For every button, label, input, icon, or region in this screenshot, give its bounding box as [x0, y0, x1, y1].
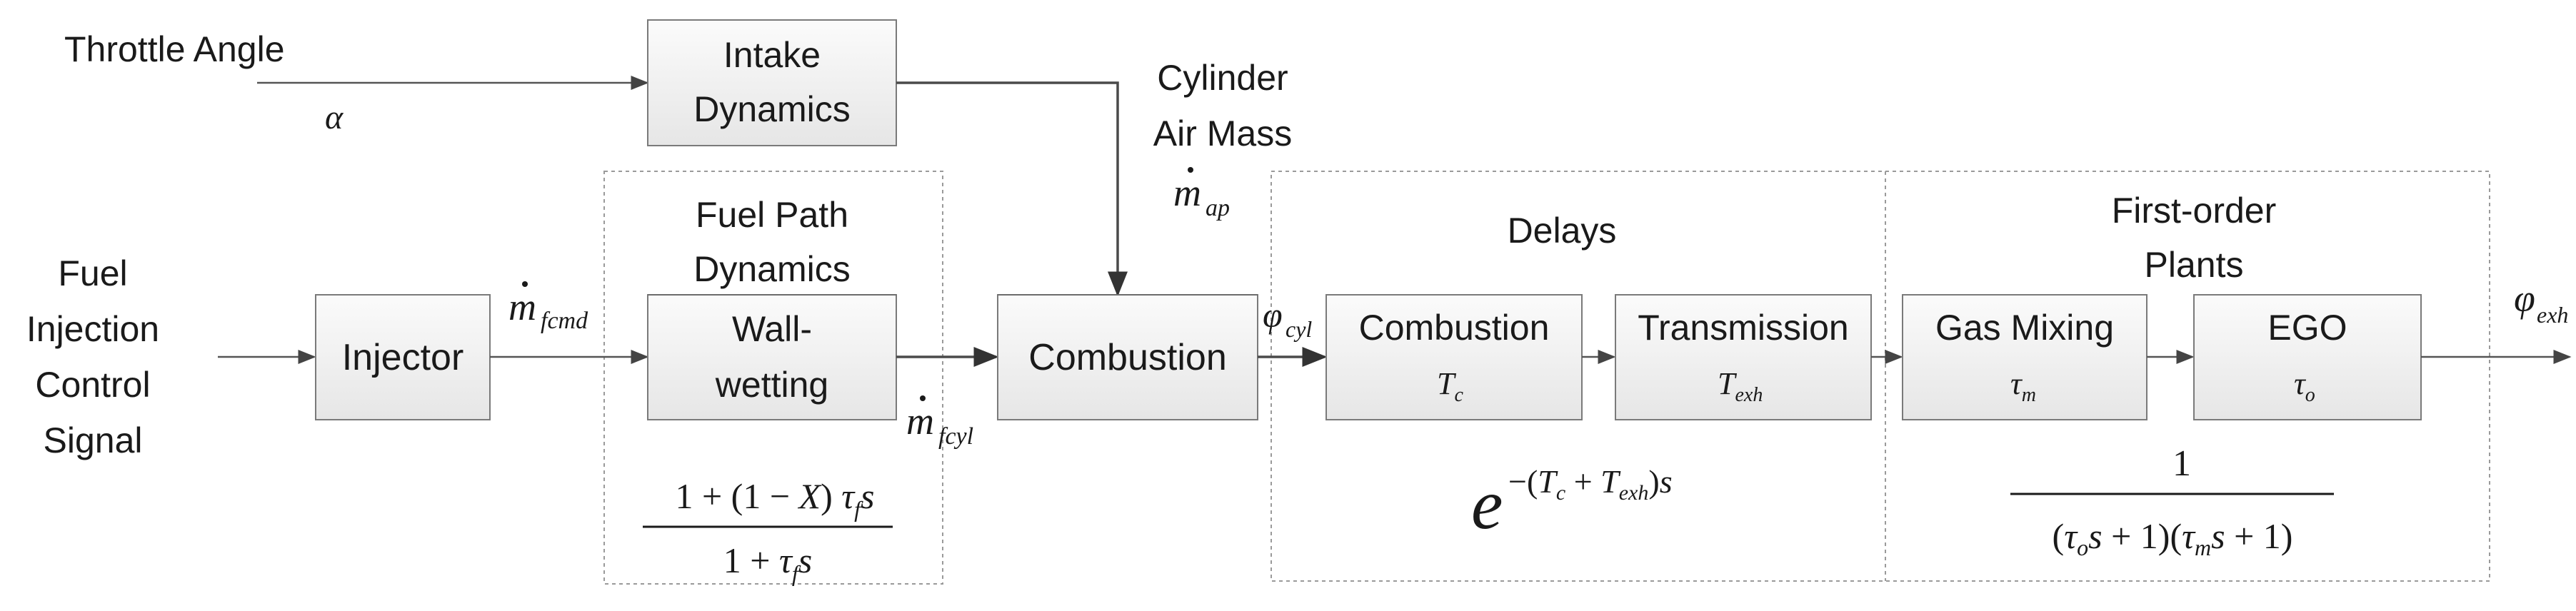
- svg-text:φ: φ: [1263, 295, 1283, 335]
- ego-label: EGO: [2267, 308, 2347, 348]
- delays-title: Delays: [1508, 211, 1617, 251]
- svg-text:(τos + 1)(τms + 1): (τos + 1)(τms + 1): [2053, 516, 2293, 560]
- fuel-path-dynamics-frame: [603, 171, 943, 585]
- fuel-label-line4: Signal: [44, 420, 143, 460]
- throttle-angle-label: Throttle Angle: [64, 29, 285, 69]
- svg-text:1: 1: [2172, 443, 2191, 484]
- wall-wetting-block: Wall- wetting: [647, 294, 897, 420]
- svg-text:−(Tc + Texh)s: −(Tc + Texh)s: [1508, 463, 1673, 505]
- wall-wetting-transfer-function: 1 + (1 − X) τfs 1 + τfs: [643, 476, 893, 586]
- ego-block: EGO τo: [2193, 294, 2422, 420]
- fuel-label-line2: Injection: [26, 309, 159, 349]
- gas-mixing-param: τm: [2010, 366, 2036, 406]
- combustion-block: Combustion: [997, 294, 1258, 420]
- svg-text:m: m: [906, 400, 934, 443]
- m-ap-symbol: m ap: [1173, 167, 1230, 221]
- injector-block: Injector: [315, 294, 491, 420]
- combustion-delay-block: Combustion Tc: [1325, 294, 1583, 420]
- fuel-label-line3: Control: [35, 365, 150, 405]
- gas-mixing-label: Gas Mixing: [1935, 308, 2114, 348]
- svg-text:cyl: cyl: [1286, 316, 1312, 342]
- svg-text:φ: φ: [2514, 277, 2535, 320]
- svg-text:m: m: [508, 286, 536, 328]
- air-mass-label: Air Mass: [1153, 113, 1292, 153]
- cylinder-label: Cylinder: [1157, 58, 1288, 98]
- fuel-label-line1: Fuel: [58, 253, 127, 293]
- transmission-label: Transmission: [1638, 308, 1848, 348]
- combustion-delay-label: Combustion: [1359, 308, 1550, 348]
- m-fcyl-symbol: m fcyl: [906, 395, 973, 450]
- intake-label-line1: Intake: [723, 35, 821, 75]
- svg-text:1 + (1 − X) τfs: 1 + (1 − X) τfs: [675, 476, 874, 522]
- fuel-path-title-line1: Fuel Path: [696, 195, 848, 235]
- combustion-label: Combustion: [1028, 337, 1226, 378]
- fuel-path-title-line2: Dynamics: [693, 249, 850, 289]
- wall-wetting-line1: Wall-: [732, 309, 812, 349]
- first-order-title-line2: Plants: [2145, 245, 2244, 285]
- svg-text:1 + τfs: 1 + τfs: [723, 540, 812, 586]
- svg-text:e: e: [1471, 465, 1503, 544]
- ego-param: τo: [2294, 366, 2315, 406]
- first-order-title-line1: First-order: [2112, 191, 2277, 231]
- combustion-delay-param: Tc: [1437, 366, 1463, 406]
- delay-transfer-function: e −(Tc + Texh)s: [1471, 463, 1673, 544]
- delays-and-plants-frame: [1271, 171, 2490, 582]
- svg-text:fcyl: fcyl: [938, 423, 973, 450]
- wall-wetting-line2: wetting: [715, 365, 828, 405]
- svg-text:m: m: [1173, 171, 1201, 214]
- gas-mixing-block: Gas Mixing τm: [1902, 294, 2147, 420]
- intake-to-combustion-arrow: [896, 81, 1128, 297]
- throttle-symbol: α: [325, 99, 344, 136]
- transmission-param: Texh: [1718, 366, 1763, 406]
- svg-text:fcmd: fcmd: [541, 308, 588, 334]
- plant-transfer-function: 1 (τos + 1)(τms + 1): [2010, 443, 2334, 560]
- phi-exh-symbol: φ exh: [2514, 277, 2568, 328]
- transmission-block: Transmission Texh: [1615, 294, 1872, 420]
- phi-cyl-symbol: φ cyl: [1263, 295, 1312, 342]
- intake-dynamics-block: Intake Dynamics: [647, 19, 897, 146]
- svg-text:ap: ap: [1206, 195, 1230, 221]
- m-fcmd-symbol: m fcmd: [508, 281, 588, 334]
- svg-text:exh: exh: [2537, 302, 2568, 328]
- injector-label: Injector: [342, 337, 464, 378]
- intake-label-line2: Dynamics: [693, 89, 850, 129]
